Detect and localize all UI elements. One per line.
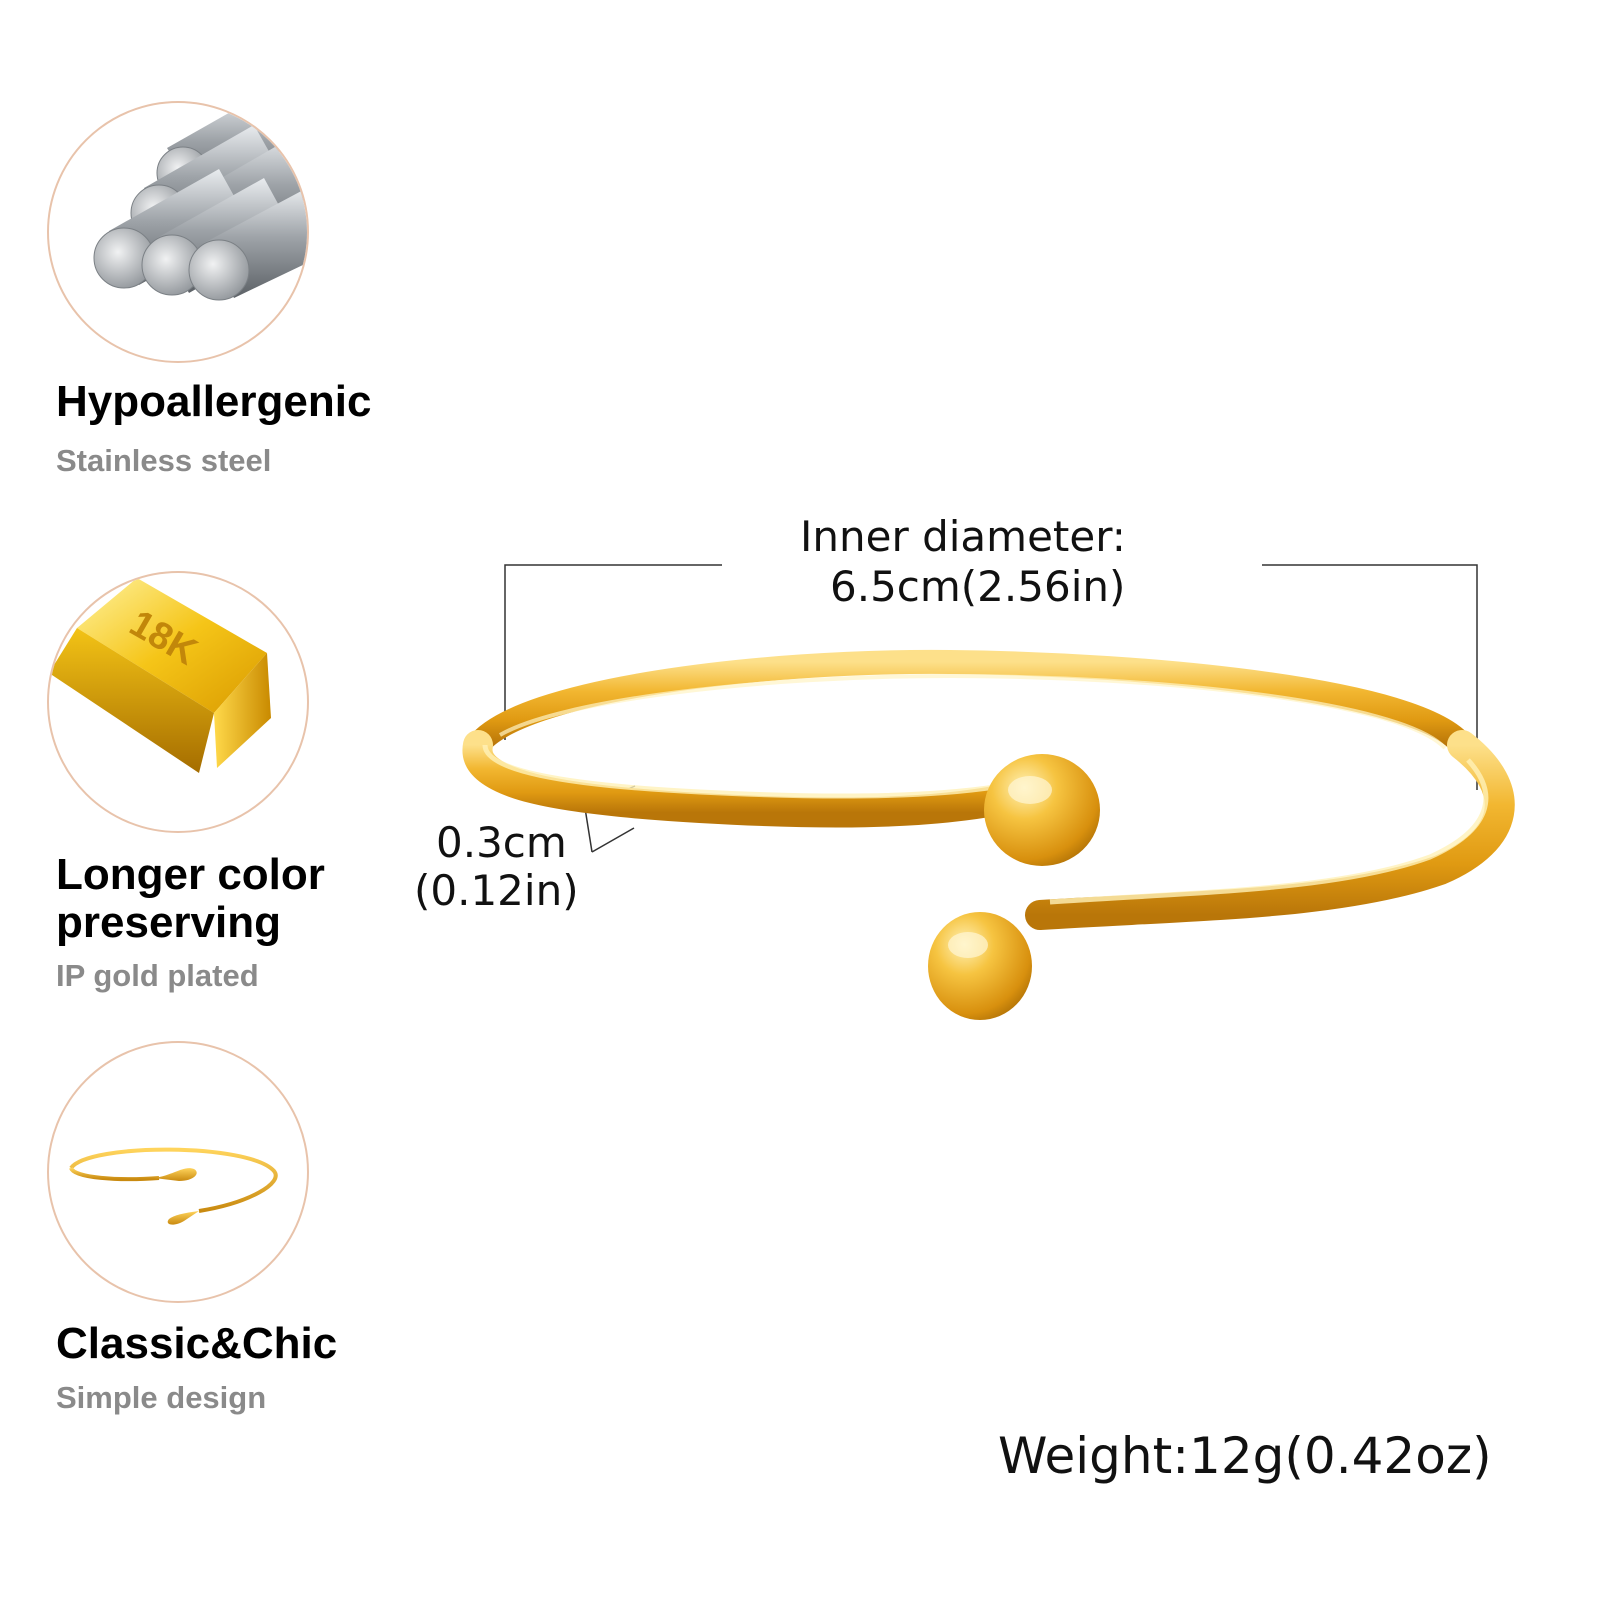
inner-diameter-value: 6.5cm(2.56in) <box>830 562 1126 611</box>
feature-subtitle-ip-gold-plated: IP gold plated <box>56 958 259 993</box>
feature-subtitle-simple-design: Simple design <box>56 1380 267 1415</box>
feature-title-classic-chic: Classic&Chic <box>56 1319 338 1368</box>
thickness-dimension-lines <box>584 785 636 853</box>
gold-bar-icon: 18K <box>47 571 309 833</box>
feature-title-longer-color-preserving: Longer color preserving <box>56 850 325 947</box>
bangle-thumbnail-icon <box>47 1041 309 1303</box>
steel-rods-icon <box>47 101 309 363</box>
thickness-cm: 0.3cm <box>436 818 567 867</box>
feature-title-hypoallergenic: Hypoallergenic <box>56 377 372 426</box>
thickness-in: (0.12in) <box>414 866 579 915</box>
inner-diameter-label: Inner diameter: <box>800 512 1126 561</box>
feature-subtitle-stainless-steel: Stainless steel <box>56 443 272 478</box>
weight-label: Weight:12g(0.42oz) <box>998 1427 1492 1485</box>
